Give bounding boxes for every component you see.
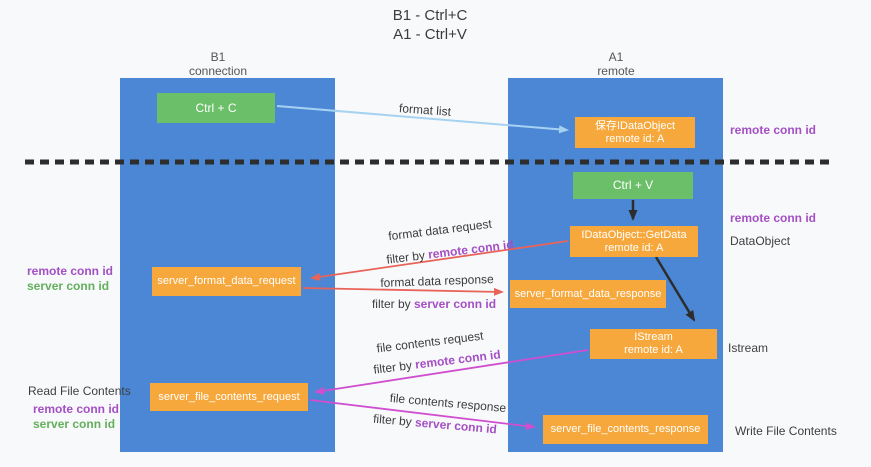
node-save-idataobject-line1: 保存IDataObject — [594, 119, 676, 132]
filter-prefix: filter by — [372, 411, 416, 430]
filter-key-remote-conn-id: remote conn id — [414, 347, 502, 372]
title-line-1: B1 - Ctrl+C — [392, 7, 468, 24]
node-save-idataobject-line2: remote id: A — [605, 132, 665, 145]
label-filter-format-data-response: filter by server conn id — [372, 297, 496, 311]
node-idataobject-getdata: IDataObject::GetData remote id: A — [570, 226, 698, 257]
node-server-file-contents-request: server_file_contents_request — [150, 383, 308, 411]
lifeline-b1-role: connection — [188, 64, 248, 78]
label-file-contents-response: file contents response — [389, 390, 507, 416]
filter-key-remote-conn-id: remote conn id — [427, 237, 515, 262]
annotation-remote-conn-id-right-1: remote conn id — [730, 123, 817, 137]
annotation-server-conn-id-left-1: server conn id — [27, 279, 110, 293]
label-format-data-response: format data response — [380, 272, 494, 290]
lifeline-header-b1: B1 connection — [148, 50, 288, 78]
diagram-title: B1 - Ctrl+C A1 - Ctrl+V — [330, 6, 530, 44]
node-server-format-data-request-label: server_format_data_request — [157, 275, 296, 287]
node-server-file-contents-request-label: server_file_contents_request — [158, 390, 300, 403]
node-server-format-data-response: server_format_data_response — [510, 280, 666, 308]
annotation-write-file-contents: Write File Contents — [735, 424, 837, 438]
lifeline-a1-role: remote — [597, 64, 635, 78]
node-server-file-contents-response-label: server_file_contents_response — [550, 423, 701, 435]
node-idataobject-getdata-line2: remote id: A — [604, 241, 664, 254]
node-server-format-data-response-label: server_format_data_response — [514, 287, 662, 300]
node-istream-line2: remote id: A — [624, 344, 683, 356]
lifeline-header-a1: A1 remote — [546, 50, 686, 78]
label-format-list: format list — [398, 101, 452, 119]
annotation-remote-conn-id-left-2: remote conn id — [33, 402, 120, 416]
node-ctrl-c-label: Ctrl + C — [195, 100, 237, 115]
annotation-remote-conn-id-left-1: remote conn id — [27, 264, 114, 278]
node-istream: IStream remote id: A — [590, 329, 717, 359]
label-format-data-request: format data request — [387, 216, 493, 244]
node-idataobject-getdata-line1: IDataObject::GetData — [581, 228, 687, 241]
label-filter-format-data-request: filter by remote conn id — [386, 237, 515, 266]
node-server-file-contents-response: server_file_contents_response — [543, 415, 708, 444]
node-ctrl-c: Ctrl + C — [157, 93, 275, 123]
filter-prefix: filter by — [371, 297, 414, 311]
node-server-format-data-request: server_format_data_request — [152, 267, 301, 296]
filter-prefix: filter by — [372, 357, 417, 377]
label-filter-file-contents-response: filter by server conn id — [373, 412, 498, 437]
node-ctrl-v: Ctrl + V — [573, 172, 693, 199]
filter-key-server-conn-id: server conn id — [414, 415, 498, 437]
filter-key-server-conn-id: server conn id — [413, 297, 497, 311]
annotation-remote-conn-id-right-2: remote conn id — [730, 211, 817, 225]
annotation-read-file-contents: Read File Contents — [28, 384, 131, 398]
filter-prefix: filter by — [385, 247, 430, 267]
annotation-istream: Istream — [728, 341, 769, 355]
title-line-2: A1 - Ctrl+V — [393, 26, 467, 43]
annotation-server-conn-id-left-2: server conn id — [33, 417, 116, 431]
annotation-dataobject: DataObject — [730, 234, 791, 248]
node-ctrl-v-label: Ctrl + V — [612, 178, 654, 192]
lifeline-a1-name: A1 — [608, 50, 624, 64]
node-istream-line1: IStream — [634, 331, 673, 343]
lifeline-b1-name: B1 — [210, 50, 226, 64]
node-save-idataobject: 保存IDataObject remote id: A — [575, 117, 695, 148]
